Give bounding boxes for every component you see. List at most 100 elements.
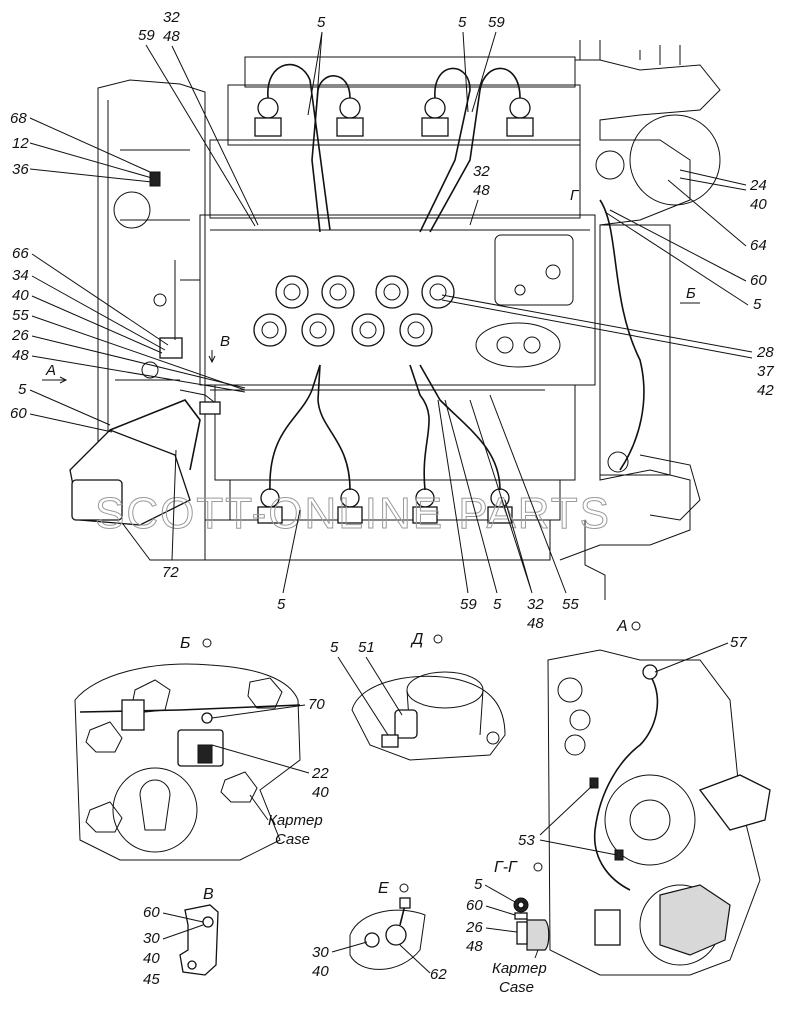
callout-59: 59 <box>138 27 155 44</box>
leader-line <box>399 944 431 974</box>
callout-34: 34 <box>12 267 29 284</box>
case-label-en: Case <box>275 831 310 848</box>
leader-line <box>469 199 479 226</box>
callout-28: 28 <box>756 344 774 361</box>
engine-right-housing <box>559 59 721 561</box>
bolt-70 <box>201 712 213 724</box>
housing-bolt <box>141 361 159 379</box>
leader-line <box>171 449 177 561</box>
case-section <box>526 919 550 951</box>
engine-main-view: SCOTT-ONLINE PARTS <box>69 40 721 600</box>
leader-line <box>29 168 153 183</box>
hex-bolt <box>247 677 283 709</box>
leader-line <box>469 399 533 594</box>
view-V-label: В <box>220 333 230 350</box>
connector-62 <box>385 924 407 946</box>
callout-32: 32 <box>527 596 544 613</box>
callout-53: 53 <box>518 832 535 849</box>
leader-line <box>29 413 113 433</box>
callout-48: 48 <box>473 182 490 199</box>
line <box>593 674 659 891</box>
right-panel <box>599 224 671 476</box>
view-A-arrow <box>42 376 68 384</box>
top-cylinder-bank <box>227 84 581 146</box>
leader-line <box>337 656 389 736</box>
lower-rail <box>204 519 551 561</box>
right-boss <box>595 150 625 180</box>
callout-48: 48 <box>527 615 544 632</box>
leader-line <box>249 794 269 821</box>
right-stand <box>584 520 606 600</box>
leader-line <box>441 294 753 359</box>
filter-bolt <box>545 264 561 280</box>
leader-line <box>211 704 306 719</box>
callout-40: 40 <box>312 963 329 980</box>
callout-70: 70 <box>308 696 325 713</box>
leader-line <box>29 389 111 426</box>
callout-5: 5 <box>753 296 762 313</box>
lower-pump-cover <box>659 884 731 956</box>
callout-51: 51 <box>358 639 375 656</box>
detail-de-outline <box>351 675 506 761</box>
callout-72: 72 <box>162 564 179 581</box>
clamp <box>121 699 145 731</box>
sensor-connector <box>197 744 213 764</box>
detail-a: А 57 53 <box>518 618 771 976</box>
callout-40: 40 <box>143 950 160 967</box>
bolt-26 <box>516 921 528 945</box>
callout-59: 59 <box>460 596 477 613</box>
leader-line <box>31 295 163 354</box>
fuel-line <box>429 67 521 233</box>
detail-gg: Г-Г 5 60 26 48 Картер Case <box>465 859 550 996</box>
callout-42: 42 <box>757 382 774 399</box>
clip <box>589 777 599 789</box>
upper-manifold <box>209 139 581 219</box>
case-label-ru: Картер <box>268 812 323 829</box>
fitting-5 <box>381 734 399 748</box>
oval-cover <box>475 322 561 368</box>
leader-line <box>307 31 323 151</box>
callout-22: 22 <box>311 765 329 782</box>
top-rail <box>244 56 576 88</box>
view-markers: А В Б Г <box>42 187 700 384</box>
bracket-pipe <box>174 260 200 340</box>
detail-e-outline <box>349 909 426 970</box>
bracket-clamp <box>159 337 183 359</box>
leader-line <box>331 941 368 953</box>
view-A-label: А <box>45 362 56 379</box>
callout-66: 66 <box>12 245 29 262</box>
detail-gg-title: Г-Г <box>494 859 518 876</box>
callout-40: 40 <box>12 287 29 304</box>
callout-5: 5 <box>493 596 502 613</box>
view-G-label: Г <box>570 187 580 204</box>
main-callouts: 32 48 59 5 5 59 68 12 36 32 48 24 40 64 … <box>10 9 774 632</box>
hex-bolt <box>85 801 123 833</box>
detail-de-title: Д <box>410 631 423 648</box>
leader-line <box>31 275 166 351</box>
callout-57: 57 <box>730 634 747 651</box>
leader-line <box>679 169 747 191</box>
callout-26: 26 <box>465 919 483 936</box>
sensor-body <box>71 479 123 521</box>
callout-30: 30 <box>143 930 160 947</box>
case-label-en: Case <box>499 979 534 996</box>
leader-line <box>539 785 618 856</box>
housing-details <box>107 100 190 460</box>
callout-5: 5 <box>277 596 286 613</box>
callout-62: 62 <box>430 966 447 983</box>
hex-bolt <box>220 771 258 803</box>
leader-line <box>171 45 259 226</box>
fuel-filter-housing <box>494 234 574 306</box>
detail-be-outline <box>74 663 301 861</box>
hex-bolt <box>85 721 123 753</box>
fuel-line <box>419 67 471 233</box>
callout-12: 12 <box>12 135 29 152</box>
case-label-ru: Картер <box>492 960 547 977</box>
callout-36: 36 <box>12 161 29 178</box>
top-studs <box>579 40 681 65</box>
leader-line <box>609 209 747 282</box>
bolt <box>187 960 197 970</box>
top-injectors <box>254 97 534 137</box>
leader-line <box>485 905 516 916</box>
